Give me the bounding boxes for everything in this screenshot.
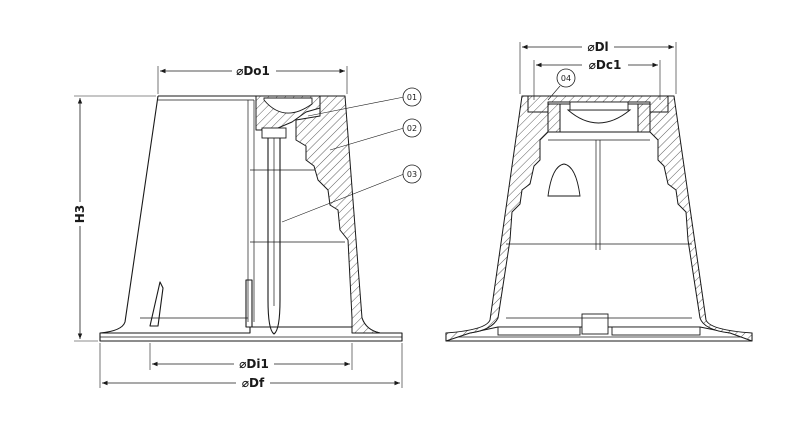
dim-do1-text: Do1 — [243, 64, 270, 78]
dim-di1-bg — [234, 356, 274, 371]
dim-do1-symbol: ⌀ — [236, 64, 243, 78]
left-wall-section — [295, 95, 381, 334]
leader-04 — [547, 85, 561, 101]
callout-03-circle — [402, 164, 422, 184]
callout-04-circle — [556, 68, 576, 88]
dim-df-label: ⌀Df — [242, 376, 265, 390]
right-drain-block — [581, 313, 609, 335]
dim-dl-label: ⌀Dl — [587, 40, 608, 54]
dim-di1-symbol: ⌀ — [239, 357, 246, 371]
left-rib-2 — [245, 279, 253, 328]
left-rib — [149, 281, 164, 327]
callout-02: 02 — [402, 118, 422, 138]
leader-03 — [281, 173, 405, 223]
left-valve-stem — [267, 132, 281, 335]
dim-do1-label: ⌀Do1 — [236, 64, 270, 78]
right-cover-frame — [527, 95, 669, 113]
dim-h3-label: H3 — [73, 205, 87, 223]
dim-do1: ⌀Do1 — [157, 62, 348, 94]
right-inner-bell — [547, 163, 581, 197]
dim-di1: ⌀Di1 — [149, 343, 353, 371]
right-left-wall-section — [445, 95, 549, 342]
leader-02 — [329, 127, 405, 151]
dim-df-symbol: ⌀ — [242, 376, 249, 390]
dim-dc1-text: Dc1 — [596, 58, 621, 72]
callout-01-circle — [402, 87, 422, 107]
dim-dc1-bg — [582, 57, 628, 72]
callout-01: 01 — [402, 87, 422, 107]
right-cover-plate — [569, 101, 629, 111]
right-view — [445, 85, 753, 342]
right-base-foot-right — [611, 326, 701, 336]
leader-01 — [307, 96, 405, 117]
callout-03-label: 03 — [407, 170, 417, 179]
right-right-wall-section — [649, 95, 753, 342]
dim-dc1: ⌀Dc1 — [533, 57, 661, 100]
dim-di1-text: Di1 — [246, 357, 268, 371]
dim-do1-bg — [232, 62, 276, 77]
left-valve-collar — [261, 127, 287, 139]
left-cover-dome — [263, 97, 313, 114]
dim-df: ⌀Df — [99, 343, 403, 390]
dim-dl: ⌀Dl — [519, 39, 677, 94]
right-base-foot-left — [497, 326, 581, 336]
dim-df-text: Df — [249, 376, 265, 390]
right-cover-dome — [566, 109, 632, 124]
left-view — [99, 95, 405, 342]
dim-h3-bg — [72, 202, 88, 226]
callout-01-label: 01 — [407, 93, 417, 102]
dim-dl-symbol: ⌀ — [587, 40, 594, 54]
left-outer-wall — [99, 95, 159, 334]
right-inner-box-walls — [547, 103, 651, 133]
callout-02-circle — [402, 118, 422, 138]
callout-04: 04 — [556, 68, 576, 88]
callout-02-label: 02 — [407, 124, 417, 133]
dim-dl-bg — [582, 39, 614, 54]
callout-04-label: 04 — [561, 74, 571, 83]
dim-df-bg — [236, 375, 270, 390]
dim-h3: H3 — [72, 95, 156, 342]
dim-dc1-label: ⌀Dc1 — [589, 58, 622, 72]
callout-03: 03 — [402, 164, 422, 184]
dim-dl-text: Dl — [595, 40, 609, 54]
dim-di1-label: ⌀Di1 — [239, 357, 269, 371]
dim-dc1-symbol: ⌀ — [589, 58, 596, 72]
